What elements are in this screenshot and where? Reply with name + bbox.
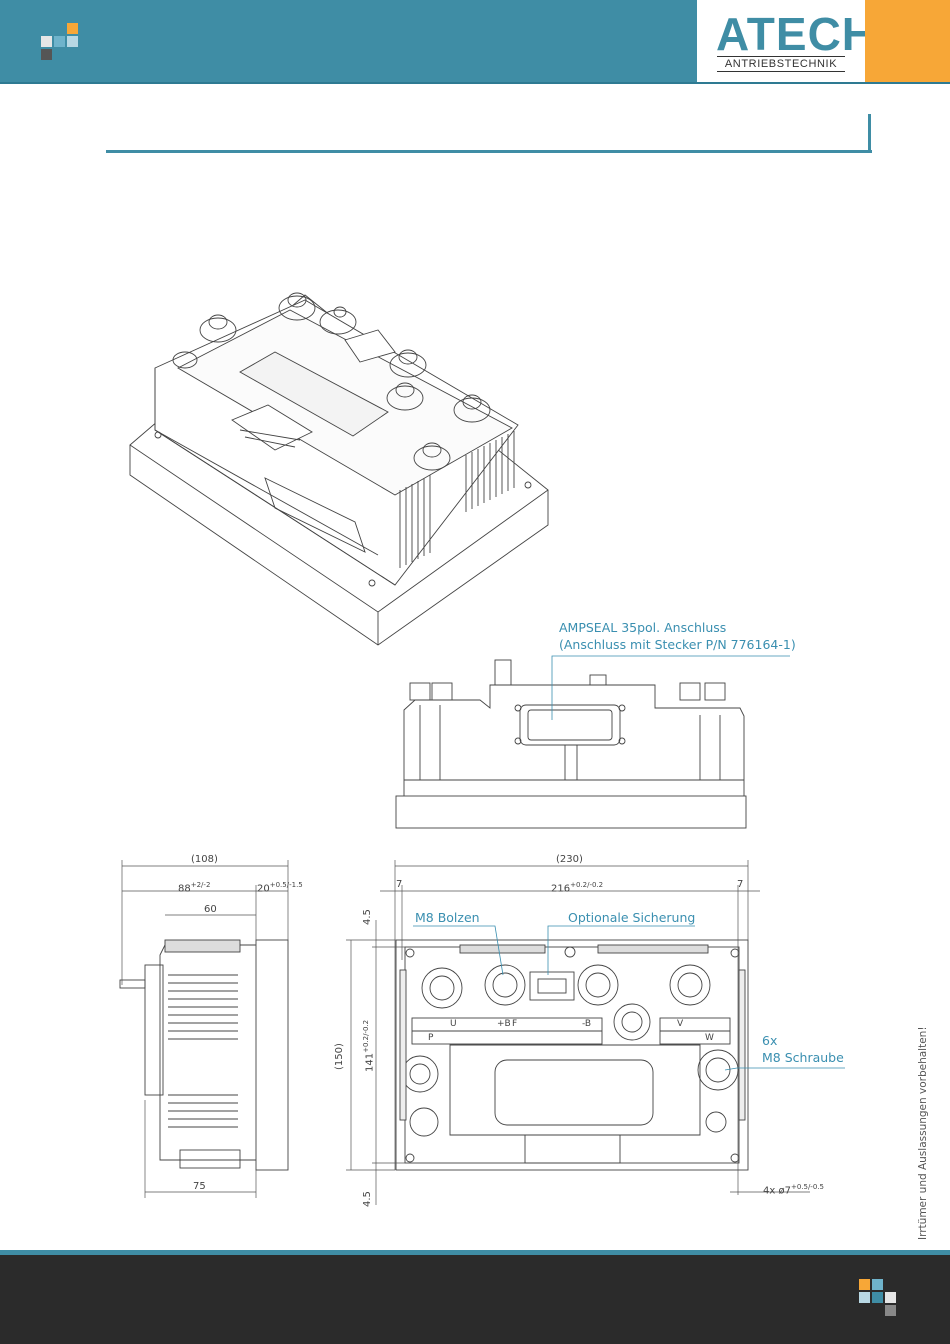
schraube-label-callout: M8 Schraube bbox=[762, 1049, 844, 1066]
dim-top-overall: (230) bbox=[556, 854, 583, 866]
top-view bbox=[396, 940, 748, 1170]
dim-height-inner: 141+0.2/-0.2 bbox=[360, 1020, 376, 1072]
terminal-mark-f: F bbox=[512, 1018, 517, 1030]
dim-side-overall: (108) bbox=[191, 854, 218, 866]
side-fins bbox=[168, 975, 238, 1127]
footer-bar bbox=[0, 1255, 950, 1344]
dim-height-margin-bottom: 4.5 bbox=[362, 1191, 374, 1207]
isometric-view bbox=[130, 293, 548, 645]
dim-top-margin-right: 7 bbox=[737, 879, 743, 891]
dim-height-overall: (150) bbox=[334, 1043, 346, 1070]
m8-bolzen-callout: M8 Bolzen bbox=[415, 909, 480, 926]
optionale-sicherung-callout: Optionale Sicherung bbox=[568, 909, 695, 926]
ampseal-callout-line2: (Anschluss mit Stecker P/N 776164-1) bbox=[559, 636, 796, 653]
callout-leaders bbox=[413, 656, 845, 1070]
dim-top-margin-left: 7 bbox=[396, 879, 402, 891]
disclaimer-text: Irrtümer und Auslassungen vorbehalten! bbox=[917, 1026, 929, 1240]
dim-side-bottom: 75 bbox=[193, 1181, 206, 1193]
schraube-count-callout: 6x bbox=[762, 1032, 777, 1049]
dim-height-margin-top: 4.5 bbox=[362, 909, 374, 925]
dim-side-inner: 60 bbox=[204, 904, 217, 916]
front-view bbox=[396, 660, 746, 828]
terminal-mark-u: U bbox=[450, 1018, 457, 1030]
terminal-mark-v: V bbox=[677, 1018, 683, 1030]
terminal-mark-p: P bbox=[428, 1032, 433, 1044]
footer-squares-icon bbox=[859, 1279, 899, 1317]
terminal-mark-b-plus: +B bbox=[497, 1018, 511, 1030]
terminal-mark-w: W bbox=[705, 1032, 714, 1044]
dim-mounting-holes: 4x ø7+0.5/-0.5 bbox=[763, 1181, 824, 1197]
dim-side-main: 88+2/-2 bbox=[178, 879, 210, 895]
dim-top-inner: 216+0.2/-0.2 bbox=[551, 879, 603, 895]
ampseal-callout-line1: AMPSEAL 35pol. Anschluss bbox=[559, 619, 726, 636]
terminal-mark-b-minus: -B bbox=[582, 1018, 591, 1030]
dim-side-lid: 20+0.5/-1.5 bbox=[257, 879, 303, 895]
